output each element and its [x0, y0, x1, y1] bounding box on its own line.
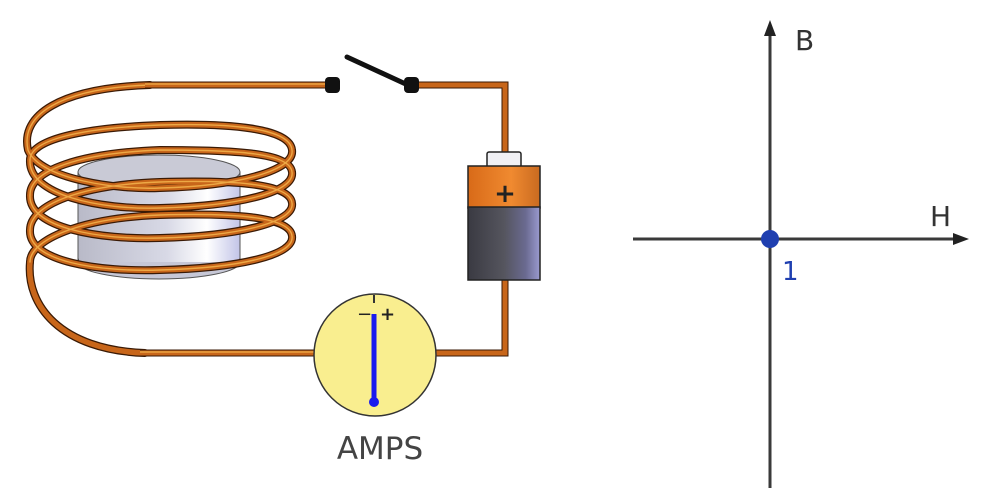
h-axis-label: H — [930, 200, 951, 233]
ammeter-minus-label: − — [357, 304, 372, 325]
battery-plus-label: + — [494, 179, 516, 209]
ammeter-plus-label: + — [380, 304, 395, 325]
b-axis-label: B — [795, 24, 814, 57]
b-axis-arrow-icon — [764, 20, 776, 36]
bh-graph: B H 1 — [633, 20, 969, 488]
switch-lever[interactable] — [344, 54, 413, 89]
battery: + — [467, 151, 541, 281]
state-point-label: 1 — [782, 257, 799, 287]
switch-terminal-right — [404, 77, 419, 93]
switch[interactable] — [325, 54, 419, 93]
ammeter-label: AMPS — [337, 431, 423, 467]
switch-terminal-left — [325, 77, 340, 93]
ammeter-pivot — [369, 397, 379, 407]
circuit-wires — [140, 81, 509, 357]
ammeter: − + AMPS — [313, 293, 437, 467]
state-point — [761, 230, 779, 248]
wire-coil — [23, 81, 296, 357]
h-axis-arrow-icon — [953, 233, 969, 245]
